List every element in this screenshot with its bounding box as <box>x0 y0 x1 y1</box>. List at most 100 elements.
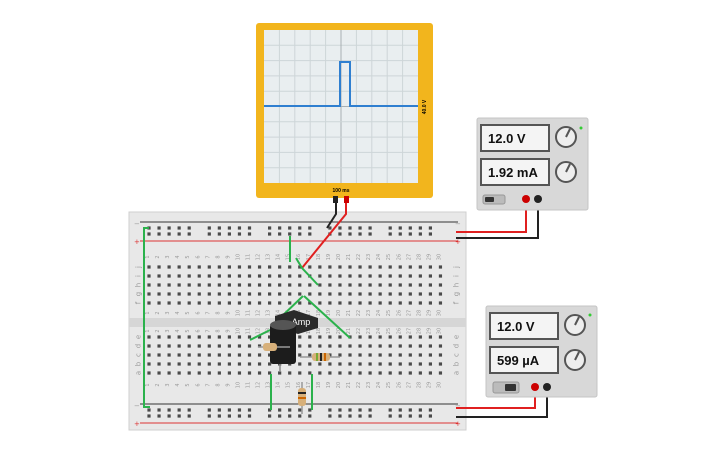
terminal-hole[interactable] <box>398 265 402 269</box>
terminal-hole[interactable] <box>438 344 443 348</box>
oscilloscope[interactable]: 100 ms 40.0 V <box>256 23 433 203</box>
terminal-hole[interactable] <box>328 344 332 348</box>
terminal-hole[interactable] <box>187 301 191 305</box>
terminal-hole[interactable] <box>247 371 252 375</box>
rail-hole[interactable] <box>408 232 412 236</box>
rail-hole[interactable] <box>187 408 191 412</box>
terminal-hole[interactable] <box>217 371 221 375</box>
terminal-hole[interactable] <box>157 301 161 305</box>
power-supply-top-terminal-positive[interactable] <box>522 195 530 203</box>
terminal-hole[interactable] <box>167 335 171 339</box>
resistor-left[interactable] <box>258 343 290 351</box>
terminal-hole[interactable] <box>328 353 332 357</box>
terminal-hole[interactable] <box>368 274 372 278</box>
terminal-hole[interactable] <box>298 283 302 287</box>
terminal-hole[interactable] <box>187 292 191 296</box>
terminal-hole[interactable] <box>298 335 302 339</box>
terminal-hole[interactable] <box>157 283 161 287</box>
terminal-hole[interactable] <box>368 362 372 366</box>
wire-green-mid-3[interactable] <box>249 329 271 341</box>
terminal-hole[interactable] <box>227 353 231 357</box>
terminal-hole[interactable] <box>338 344 342 348</box>
terminal-hole[interactable] <box>217 362 221 366</box>
terminal-hole[interactable] <box>237 265 242 269</box>
rail-hole[interactable] <box>298 232 302 236</box>
terminal-hole[interactable] <box>418 274 422 278</box>
terminal-hole[interactable] <box>207 371 211 375</box>
rail-hole[interactable] <box>227 232 231 236</box>
rail-hole[interactable] <box>368 408 372 412</box>
terminal-hole[interactable] <box>268 265 272 269</box>
wire-top-supply-positive[interactable] <box>456 201 527 233</box>
rail-hole[interactable] <box>368 414 372 418</box>
terminal-hole[interactable] <box>428 265 432 269</box>
rail-hole[interactable] <box>147 408 151 412</box>
rail-hole[interactable] <box>237 232 242 236</box>
terminal-hole[interactable] <box>278 274 282 278</box>
terminal-hole[interactable] <box>358 371 362 375</box>
terminal-hole[interactable] <box>298 301 302 305</box>
rail-hole[interactable] <box>278 414 282 418</box>
terminal-hole[interactable] <box>358 335 362 339</box>
terminal-hole[interactable] <box>147 274 151 278</box>
rail-hole[interactable] <box>217 226 221 230</box>
rail-hole[interactable] <box>187 414 191 418</box>
terminal-hole[interactable] <box>308 335 312 339</box>
terminal-hole[interactable] <box>418 371 422 375</box>
terminal-hole[interactable] <box>197 371 201 375</box>
rail-hole[interactable] <box>328 414 332 418</box>
terminal-hole[interactable] <box>368 371 372 375</box>
rail-hole[interactable] <box>338 232 342 236</box>
terminal-hole[interactable] <box>328 265 332 269</box>
terminal-hole[interactable] <box>318 265 322 269</box>
rail-hole[interactable] <box>358 226 362 230</box>
terminal-hole[interactable] <box>338 353 342 357</box>
terminal-hole[interactable] <box>147 371 151 375</box>
terminal-hole[interactable] <box>378 335 382 339</box>
rail-hole[interactable] <box>177 414 181 418</box>
rail-hole[interactable] <box>358 232 362 236</box>
rail-hole[interactable] <box>408 414 412 418</box>
rail-hole[interactable] <box>368 226 372 230</box>
rail-hole[interactable] <box>207 226 211 230</box>
terminal-hole[interactable] <box>147 335 151 339</box>
rail-hole[interactable] <box>177 232 181 236</box>
terminal-hole[interactable] <box>418 283 422 287</box>
terminal-hole[interactable] <box>257 292 262 296</box>
terminal-hole[interactable] <box>167 265 171 269</box>
resistor-bottom[interactable] <box>298 382 306 414</box>
terminal-hole[interactable] <box>247 344 252 348</box>
terminal-hole[interactable] <box>348 274 352 278</box>
terminal-hole[interactable] <box>338 335 342 339</box>
terminal-hole[interactable] <box>227 274 231 278</box>
terminal-hole[interactable] <box>257 362 262 366</box>
terminal-hole[interactable] <box>217 274 221 278</box>
terminal-hole[interactable] <box>378 283 382 287</box>
terminal-hole[interactable] <box>197 292 201 296</box>
terminal-hole[interactable] <box>167 362 171 366</box>
terminal-hole[interactable] <box>197 353 201 357</box>
terminal-hole[interactable] <box>177 274 181 278</box>
terminal-hole[interactable] <box>328 362 332 366</box>
terminal-hole[interactable] <box>298 371 302 375</box>
rail-hole[interactable] <box>338 414 342 418</box>
terminal-hole[interactable] <box>358 283 362 287</box>
rail-hole[interactable] <box>167 408 171 412</box>
terminal-hole[interactable] <box>257 283 262 287</box>
terminal-hole[interactable] <box>257 265 262 269</box>
terminal-hole[interactable] <box>268 283 272 287</box>
wire-scope-ground[interactable] <box>326 203 337 229</box>
terminal-hole[interactable] <box>308 265 312 269</box>
terminal-hole[interactable] <box>338 301 342 305</box>
terminal-hole[interactable] <box>157 353 161 357</box>
terminal-hole[interactable] <box>428 283 432 287</box>
terminal-hole[interactable] <box>167 274 171 278</box>
terminal-hole[interactable] <box>308 292 312 296</box>
power-supply-bottom-terminal-positive[interactable] <box>531 383 539 391</box>
terminal-hole[interactable] <box>227 371 231 375</box>
terminal-hole[interactable] <box>177 362 181 366</box>
terminal-hole[interactable] <box>358 353 362 357</box>
terminal-hole[interactable] <box>428 353 432 357</box>
terminal-hole[interactable] <box>187 371 191 375</box>
